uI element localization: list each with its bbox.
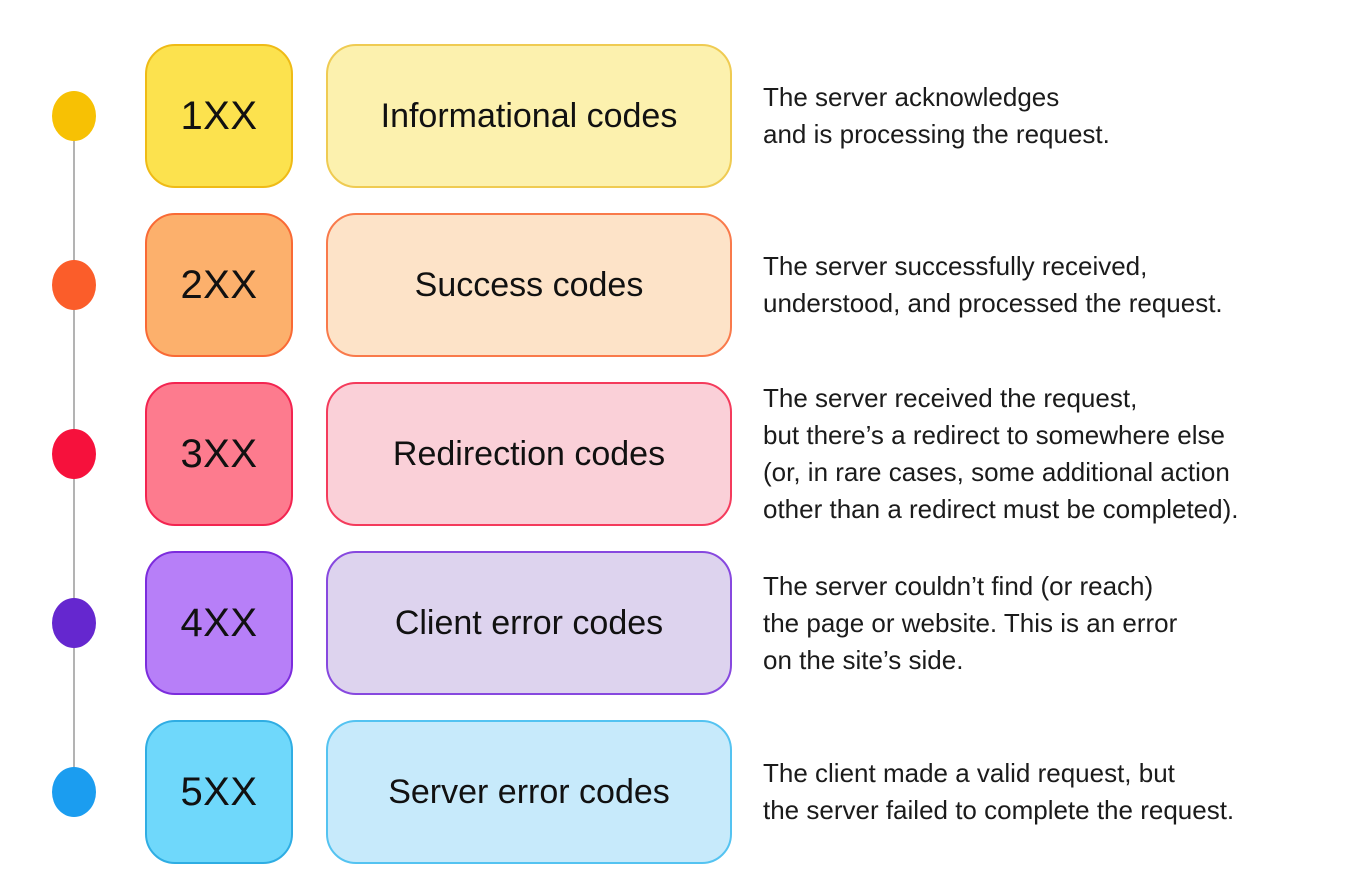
status-description-text: The client made a valid request, but the…: [763, 758, 1235, 825]
status-code-text: 1XX: [180, 93, 258, 138]
status-code-row: 4XX Client error codes The server couldn…: [0, 551, 1358, 695]
status-category-box: Server error codes: [326, 720, 732, 864]
timeline-dot: [52, 429, 96, 479]
status-description-text: The server couldn’t find (or reach) the …: [763, 570, 1178, 675]
status-category-box: Success codes: [326, 213, 732, 357]
status-code-box: 5XX: [145, 720, 293, 864]
status-description-text: The server successfully received, unders…: [763, 251, 1223, 318]
timeline-dot: [52, 91, 96, 141]
status-category-label: Server error codes: [388, 772, 670, 811]
status-description-text: The server received the request, but the…: [763, 383, 1239, 524]
status-code-text: 4XX: [180, 600, 258, 645]
status-code-text: 5XX: [180, 769, 258, 814]
timeline-dot-column: [0, 44, 145, 188]
status-category-label: Redirection codes: [392, 434, 666, 473]
status-category-box: Client error codes: [326, 551, 732, 695]
status-code-row: 2XX Success codes The server successfull…: [0, 213, 1358, 357]
status-description: The server successfully received, unders…: [763, 213, 1223, 357]
timeline-dot-column: [0, 382, 145, 526]
status-code-box: 4XX: [145, 551, 293, 695]
status-code-row: 1XX Informational codes The server ackno…: [0, 44, 1358, 188]
status-code-row: 3XX Redirection codes The server receive…: [0, 382, 1358, 526]
status-code-box: 1XX: [145, 44, 293, 188]
timeline-dot: [52, 260, 96, 310]
status-description-text: The server acknowledges and is processin…: [763, 82, 1110, 149]
status-category-box: Redirection codes: [326, 382, 732, 526]
status-category-label: Informational codes: [380, 96, 678, 135]
timeline-dot: [52, 767, 96, 817]
status-code-box: 3XX: [145, 382, 293, 526]
timeline-dot-column: [0, 213, 145, 357]
timeline-dot-column: [0, 720, 145, 864]
status-code-text: 3XX: [180, 431, 258, 476]
status-description: The server couldn’t find (or reach) the …: [763, 551, 1177, 695]
status-category-box: Informational codes: [326, 44, 732, 188]
timeline-dot: [52, 598, 96, 648]
status-description: The server acknowledges and is processin…: [763, 44, 1110, 188]
status-code-box: 2XX: [145, 213, 293, 357]
status-category-label: Client error codes: [394, 603, 664, 642]
status-code-text: 2XX: [180, 262, 258, 307]
status-description: The server received the request, but the…: [763, 382, 1238, 526]
status-category-label: Success codes: [414, 265, 644, 304]
timeline-dot-column: [0, 551, 145, 695]
status-code-row: 5XX Server error codes The client made a…: [0, 720, 1358, 864]
status-description: The client made a valid request, but the…: [763, 720, 1234, 864]
